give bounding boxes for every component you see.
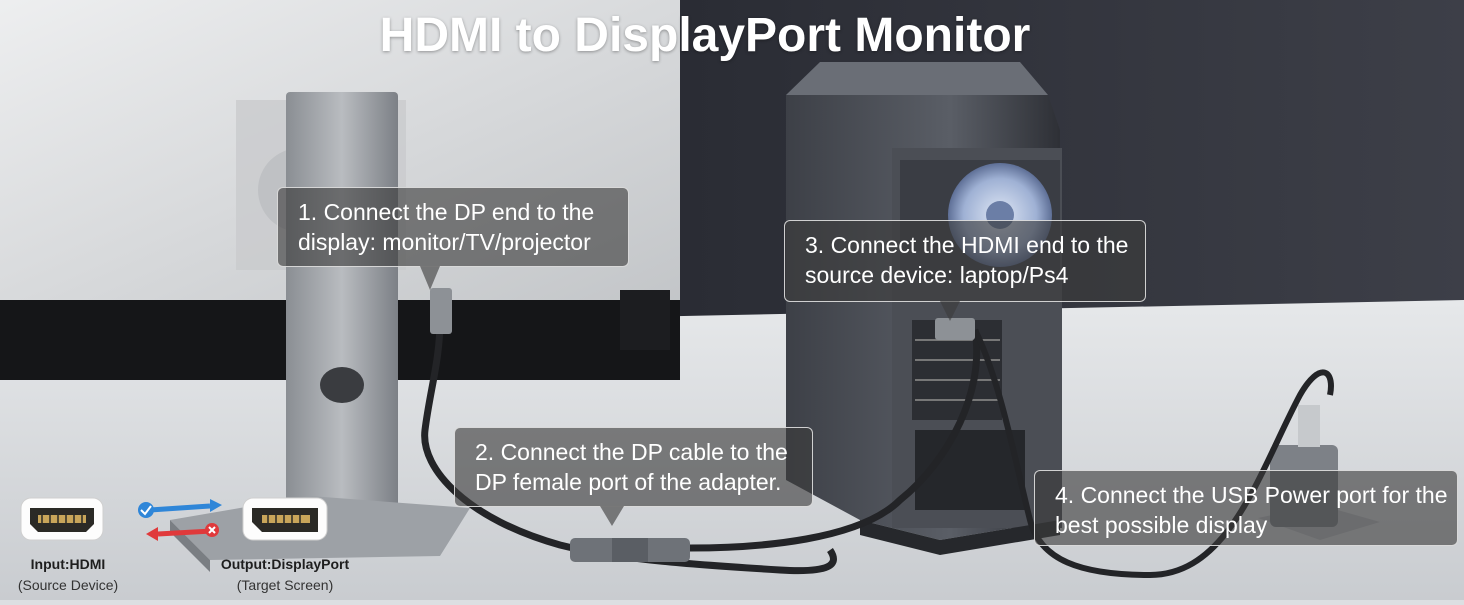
- callout-text-line: display: monitor/TV/projector: [298, 229, 591, 255]
- callout-pointer: [420, 266, 440, 290]
- input-port-label: Input:HDMI (Source Device): [0, 554, 136, 596]
- callout-pointer: [940, 301, 960, 321]
- cross-icon: [205, 523, 219, 537]
- callout-text-line: DP female port of the adapter.: [475, 469, 782, 495]
- callout-text-line: source device: laptop/Ps4: [805, 262, 1069, 288]
- hdmi-port-icon: [20, 497, 104, 541]
- reverse-arrow-icon: [146, 527, 213, 541]
- output-port-label: Output:DisplayPort (Target Screen): [200, 554, 370, 596]
- input-port-title: Input:HDMI: [30, 556, 106, 572]
- output-port-title: Output:DisplayPort: [220, 556, 350, 572]
- input-port-subtitle: (Source Device): [17, 577, 119, 593]
- callout-text-line: 3. Connect the HDMI end to the: [805, 232, 1129, 258]
- forward-arrow-icon: [149, 499, 222, 513]
- callout-text-line: 2. Connect the DP cable to the: [475, 439, 788, 465]
- callout-text-line: 1. Connect the DP end to the: [298, 199, 595, 225]
- callout-text-line: 4. Connect the USB Power port for the: [1055, 482, 1448, 508]
- page-title: HDMI to DisplayPort Monitor: [379, 9, 1031, 62]
- callout-step-2: 2. Connect the DP cable to the DP female…: [454, 427, 813, 507]
- callout-step-3: 3. Connect the HDMI end to the source de…: [784, 220, 1146, 302]
- check-icon: [138, 502, 154, 518]
- callout-text-line: best possible display: [1055, 512, 1268, 538]
- displayport-icon: [242, 497, 328, 541]
- output-port-subtitle: (Target Screen): [236, 577, 334, 593]
- callout-pointer: [600, 506, 624, 526]
- callout-step-1: 1. Connect the DP end to the display: mo…: [277, 187, 629, 267]
- callout-step-4: 4. Connect the USB Power port for the be…: [1034, 470, 1458, 546]
